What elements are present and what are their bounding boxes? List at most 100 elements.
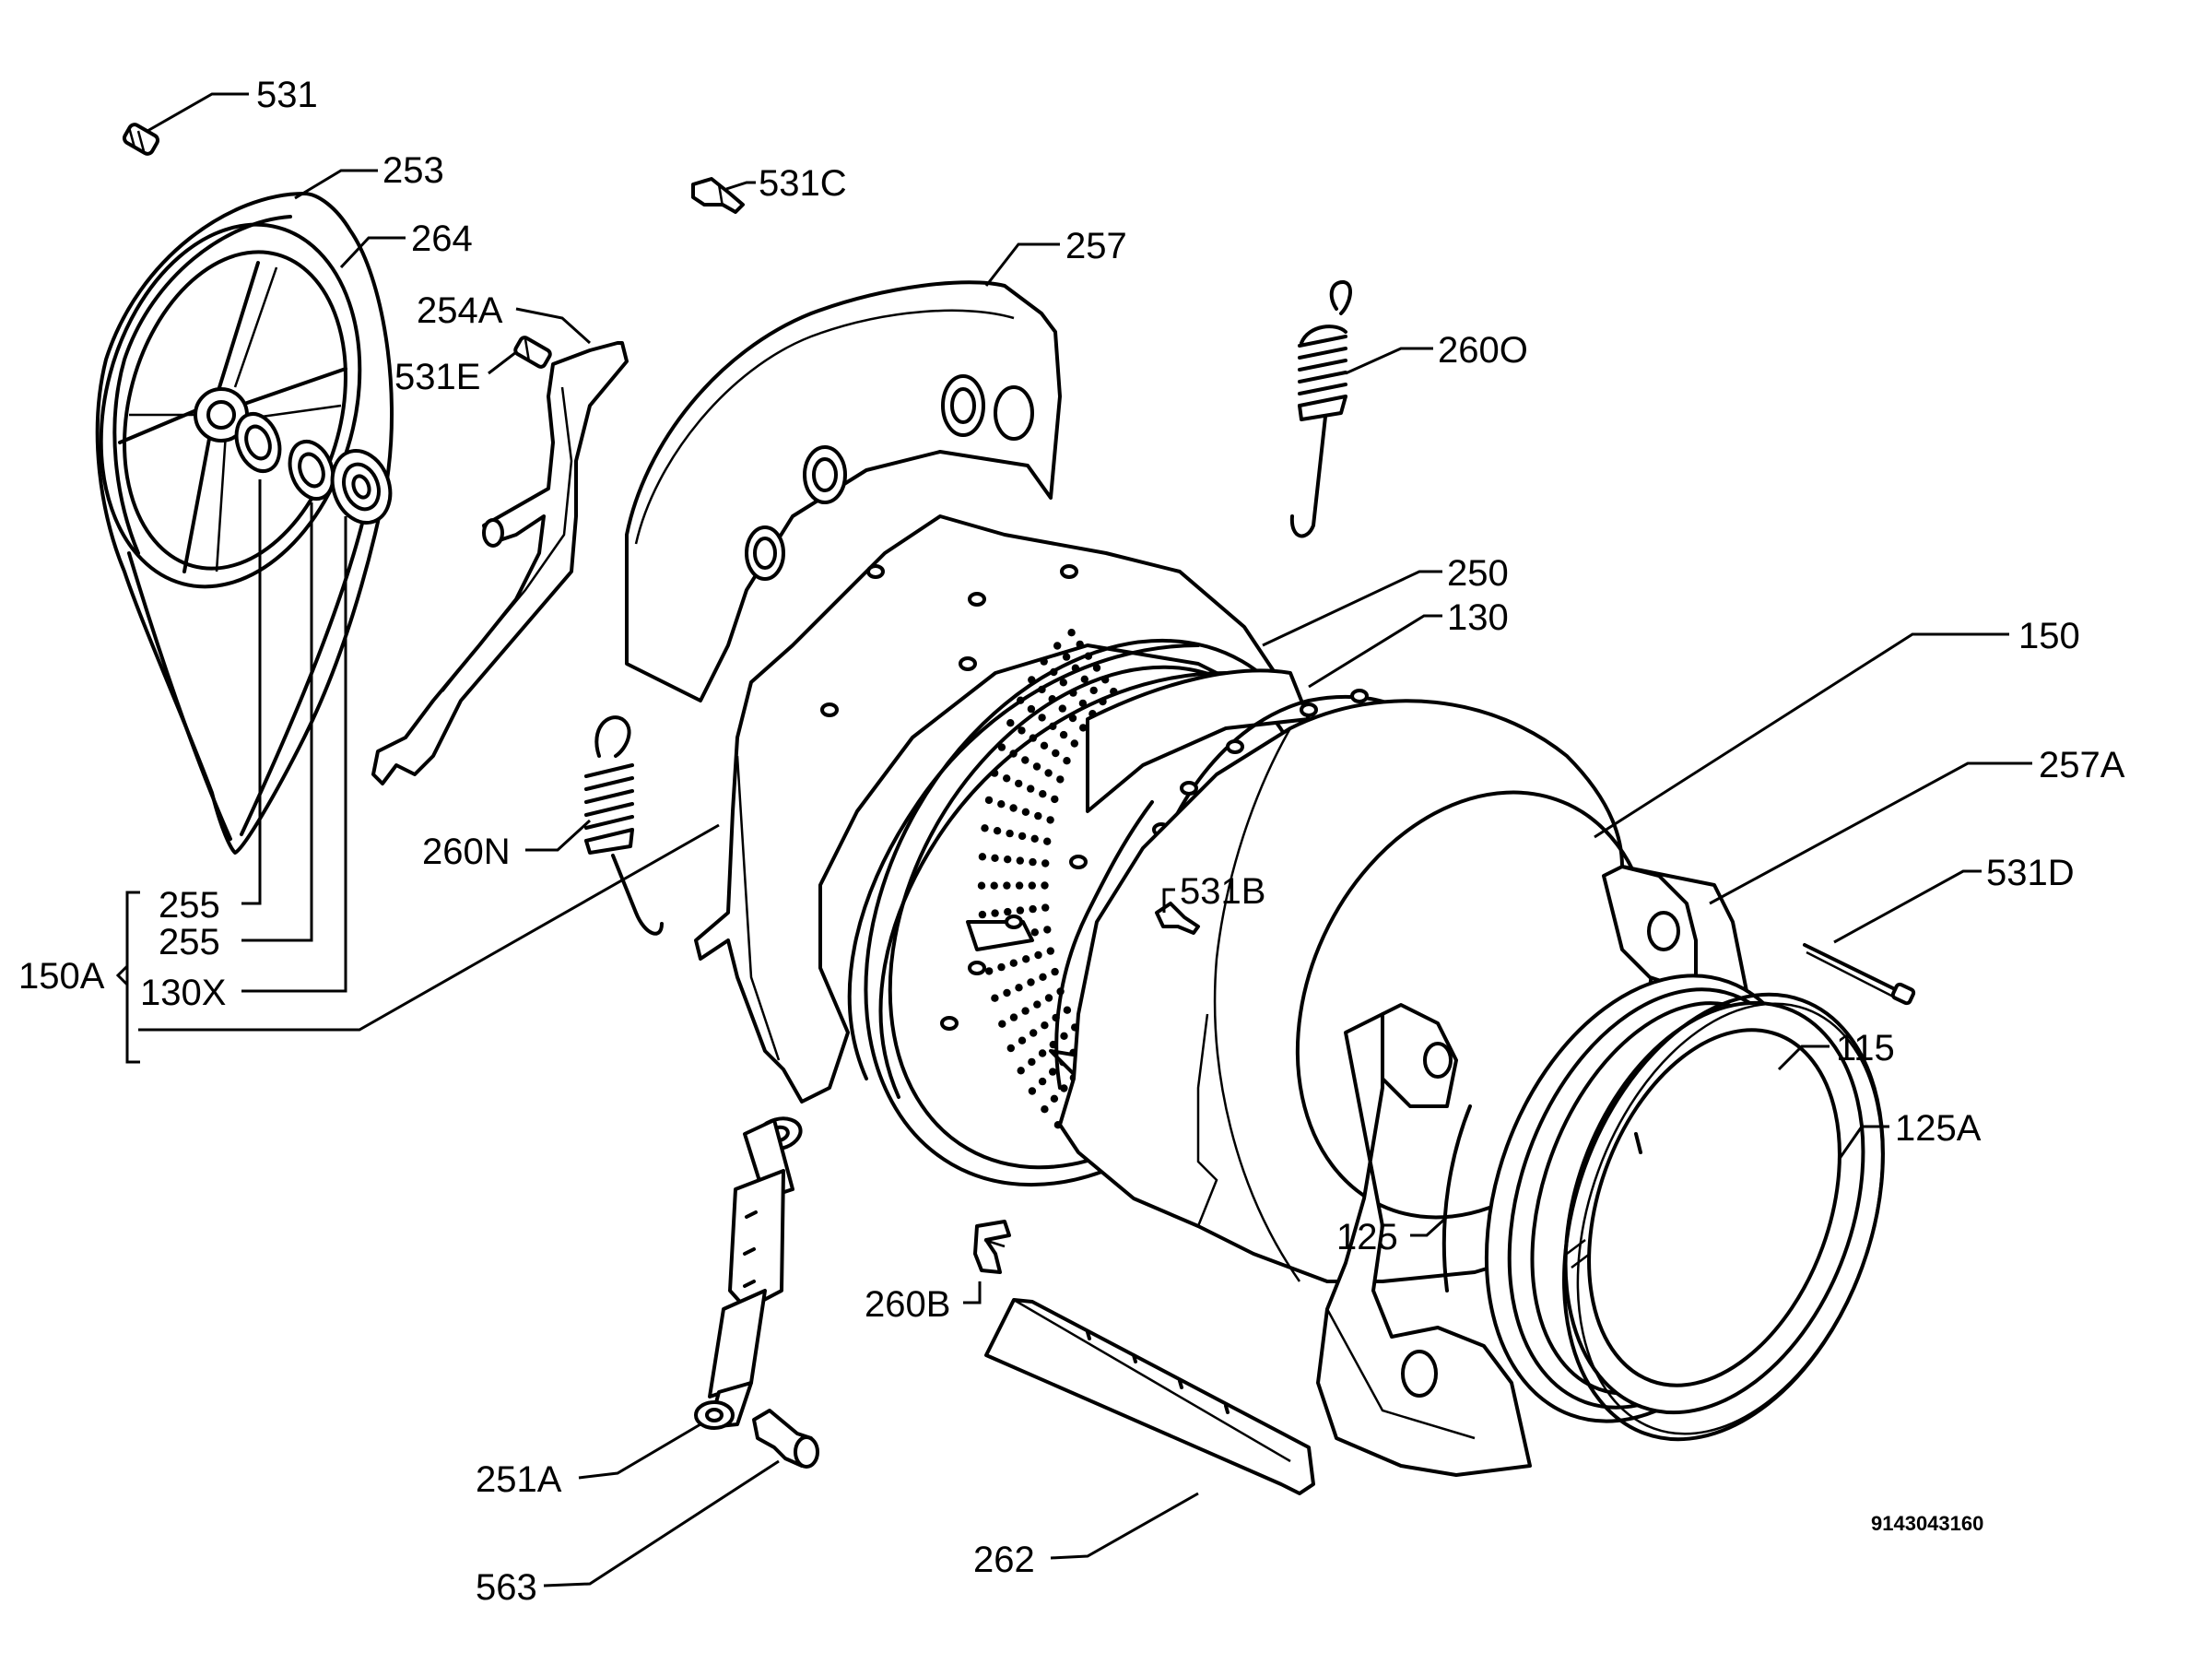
perforation-hole [1052, 749, 1060, 758]
gasket-bolt [1060, 564, 1078, 579]
gasket-bolt [940, 1016, 959, 1031]
perforation-hole [1041, 903, 1050, 912]
screw-531e-drawing [513, 336, 552, 369]
shock-absorber-251a-drawing [694, 1116, 803, 1430]
perforation-hole [1039, 790, 1047, 798]
perforation-hole [1027, 785, 1035, 793]
perforation-hole [1009, 959, 1018, 967]
perforation-hole [1030, 1029, 1038, 1037]
label-257a: 257A [2039, 745, 2125, 785]
perforation-hole [978, 910, 987, 919]
perforation-hole [1003, 988, 1011, 997]
leader-531e [488, 350, 517, 375]
label-257: 257 [1065, 226, 1127, 266]
part-labels: 531 253 264 531C 257 254A 531E 260O 250 … [18, 75, 2125, 1608]
label-254a: 254A [417, 290, 503, 331]
leader-257 [984, 242, 1060, 287]
spring-260o-drawing [1289, 280, 1352, 538]
perforation-hole [985, 967, 994, 975]
leader-563 [543, 1459, 780, 1587]
leader-264 [339, 236, 406, 269]
perforation-hole [997, 962, 1006, 972]
perforation-hole [1021, 808, 1030, 816]
perforation-hole [1029, 734, 1038, 742]
label-563: 563 [476, 1567, 537, 1608]
perforation-hole [1078, 699, 1088, 708]
gasket-bolt [1300, 702, 1318, 717]
counterweight-257-drawing [625, 280, 1062, 702]
label-531d: 531D [1986, 853, 2075, 893]
perforation-hole [984, 796, 994, 805]
label-250: 250 [1447, 553, 1509, 594]
leader-531c [725, 181, 756, 191]
perforation-hole [1049, 722, 1057, 730]
perforation-hole [1018, 832, 1027, 841]
label-262: 262 [973, 1540, 1035, 1580]
perforation-hole [1060, 1032, 1068, 1041]
perforation-hole [1053, 642, 1062, 650]
gasket-bolt [968, 592, 986, 607]
leader-253 [294, 169, 378, 200]
perforation-hole [990, 881, 998, 890]
perforation-hole [1068, 714, 1077, 723]
counterweight-257a-drawing [1316, 865, 1698, 1477]
perforation-hole [1050, 1094, 1059, 1104]
perforation-hole [1003, 881, 1011, 890]
label-125a: 125A [1895, 1108, 1982, 1149]
brace-150a [125, 891, 140, 1064]
label-260o: 260O [1438, 330, 1528, 371]
perforation-hole [1034, 950, 1042, 960]
perforation-hole [1027, 704, 1036, 714]
leader-260o [1345, 347, 1433, 375]
perforation-hole [1006, 1044, 1016, 1053]
leader-255a [241, 479, 262, 905]
label-531c: 531C [759, 163, 847, 204]
leader-260n [525, 819, 592, 852]
gasket-bolt [968, 961, 986, 975]
leader-130 [1308, 614, 1442, 689]
perforation-hole [1034, 811, 1042, 820]
label-130: 130 [1447, 597, 1509, 638]
perforation-hole [1017, 1067, 1025, 1075]
label-125: 125 [1336, 1217, 1398, 1257]
perforation-hole [1028, 1057, 1036, 1067]
leader-531d [1833, 869, 1982, 944]
perforation-hole [1046, 816, 1054, 824]
label-150: 150 [2018, 616, 2080, 656]
perforation-hole [1015, 881, 1024, 890]
label-255-outer: 255 [159, 922, 220, 962]
perforation-hole [1029, 904, 1037, 914]
leader-254a [515, 307, 592, 345]
perforation-hole [1043, 926, 1052, 934]
clamp-125-drawing [1441, 1104, 1472, 1292]
perforation-hole [1029, 857, 1037, 867]
perforation-hole [1016, 906, 1025, 915]
perforation-hole [1009, 1013, 1018, 1021]
perforation-hole [1006, 719, 1015, 727]
leader-lines [115, 92, 2032, 1587]
perforation-hole [1021, 1007, 1030, 1015]
perforation-hole [997, 800, 1006, 808]
perforation-hole [993, 827, 1002, 835]
perforation-hole [1028, 881, 1037, 890]
perforation-hole [1079, 724, 1088, 732]
door-seal-115-drawing [1484, 974, 1865, 1423]
perforation-hole [1027, 978, 1035, 986]
gasket-bolt [1350, 689, 1369, 703]
perforation-hole [1021, 756, 1030, 764]
perforation-hole [1060, 1084, 1068, 1092]
clamp-ring-125a-drawing [1562, 992, 1885, 1442]
perforation-hole [1046, 947, 1055, 955]
perforation-hole [1063, 1006, 1072, 1014]
perforation-hole [1044, 994, 1053, 1002]
perforation-hole [998, 1020, 1006, 1028]
gasket-bolt [1005, 915, 1023, 929]
bolt-531d-drawing [1803, 943, 1916, 1006]
perforation-hole [981, 824, 989, 832]
label-253: 253 [382, 150, 444, 191]
bar-262-drawing [984, 1298, 1315, 1495]
perforation-hole [1051, 967, 1059, 976]
leader-251a [578, 1422, 701, 1480]
